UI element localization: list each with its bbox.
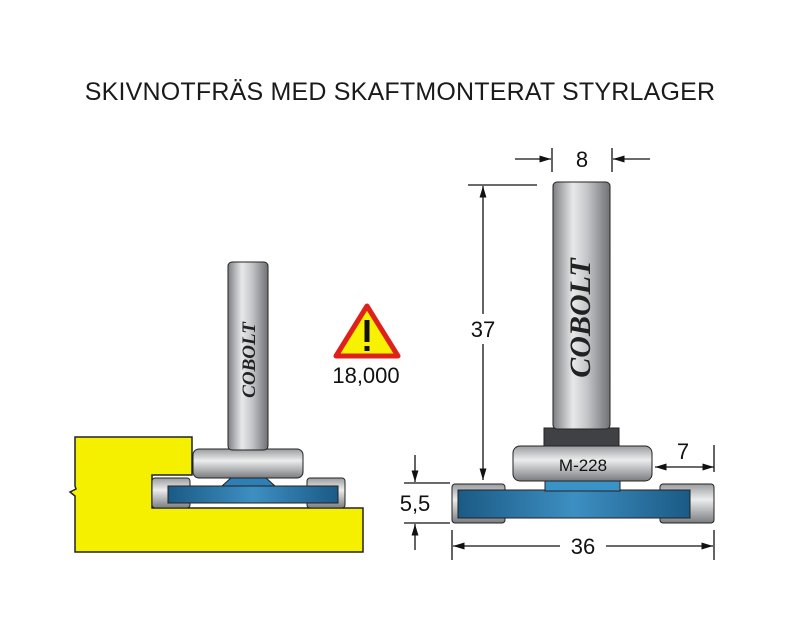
dim-cut-depth: 7 <box>677 439 689 464</box>
collar <box>543 427 620 447</box>
bearing-label: M-228 <box>559 456 607 475</box>
bearing <box>192 448 304 479</box>
cutter-blade <box>167 485 339 504</box>
diagram-title: SKIVNOTFRÄS MED SKAFTMONTERAT STYRLAGER <box>84 78 716 106</box>
blade-hub <box>544 479 621 492</box>
brand-label-right: COBOLT <box>564 257 597 378</box>
brand-label-left: COBOLT <box>239 321 260 398</box>
shank <box>227 261 269 451</box>
router-bit: M-228 COBOLT <box>451 181 715 524</box>
dim-total-height: 37 <box>471 317 495 342</box>
shank <box>552 181 611 430</box>
dim-shank-diameter: 8 <box>576 147 588 172</box>
dim-blade-thickness: 5,5 <box>400 491 431 516</box>
warning-triangle-icon <box>333 303 401 359</box>
dimension-lines <box>404 148 715 560</box>
cutter-blade <box>457 489 691 519</box>
workpiece-illustration: COBOLT <box>68 261 364 553</box>
max-rpm-label: 18,000 <box>332 363 399 388</box>
dim-cutter-diameter: 36 <box>571 534 595 559</box>
workpiece <box>68 436 364 553</box>
